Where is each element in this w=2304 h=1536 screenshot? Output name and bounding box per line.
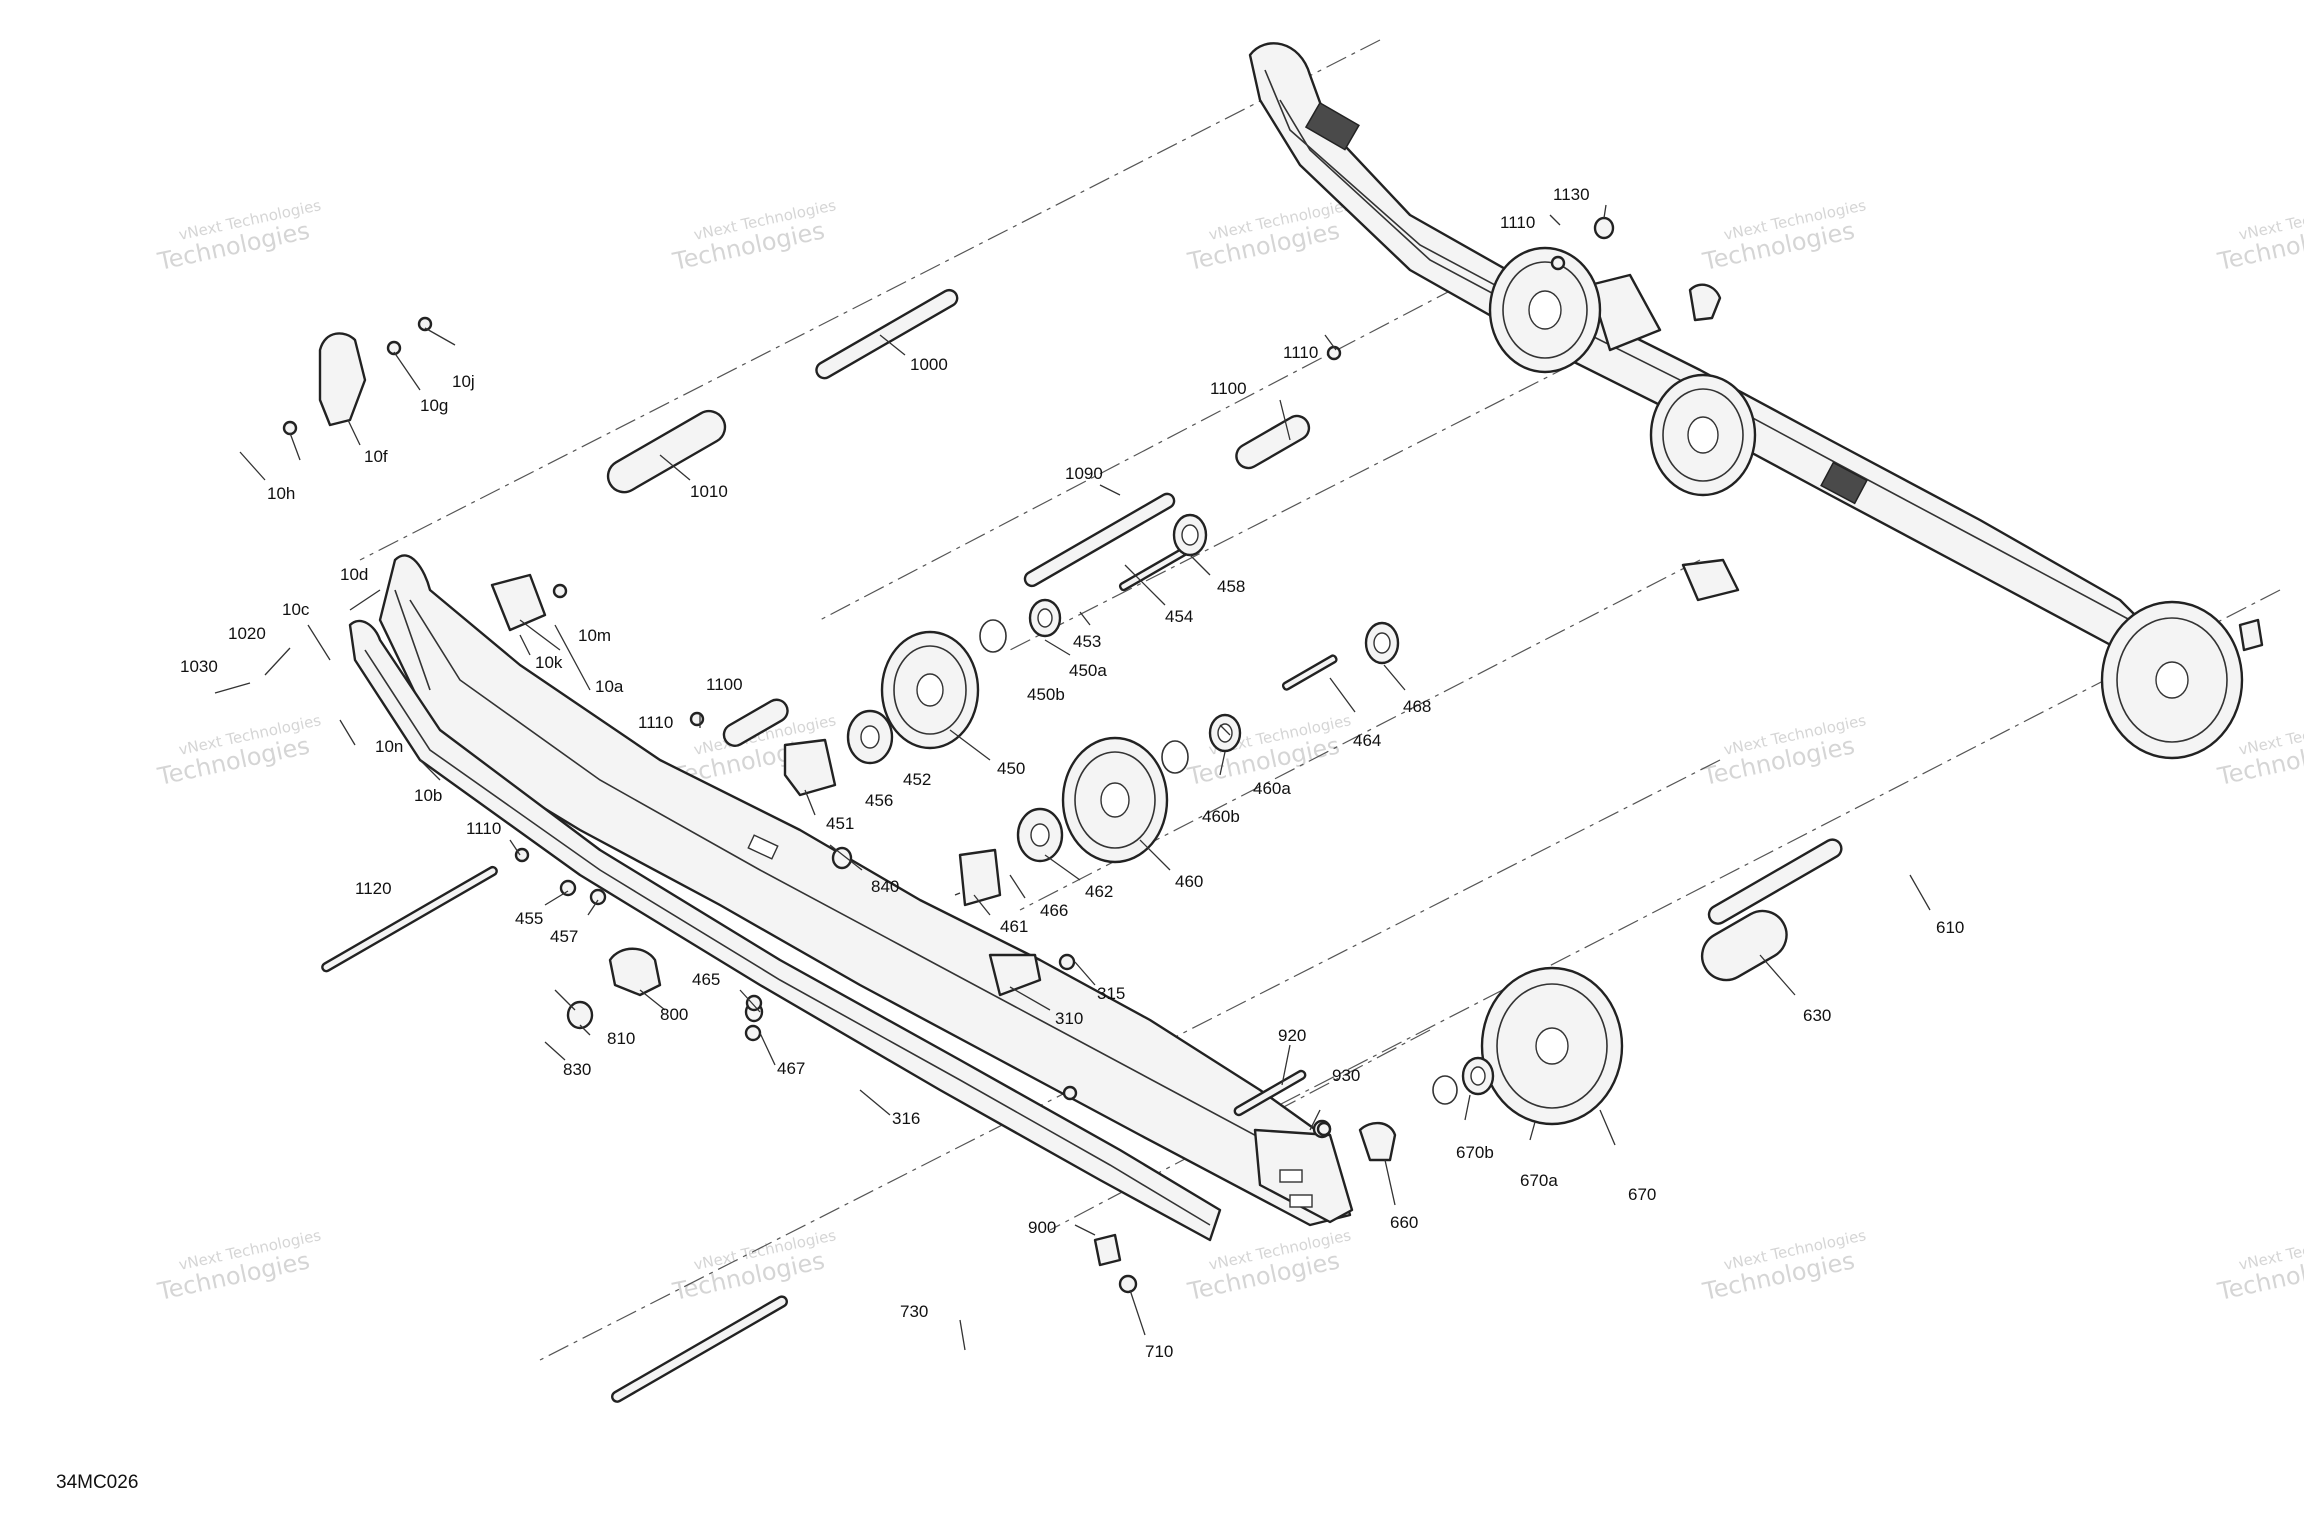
callout-10c: 10c <box>282 600 310 619</box>
callout-10a: 10a <box>595 677 624 696</box>
callout-467: 467 <box>777 1059 805 1078</box>
callout-10m: 10m <box>578 626 611 645</box>
callout-1100-a: 1100 <box>1210 379 1247 398</box>
callout-10f: 10f <box>364 447 388 466</box>
callout-920: 920 <box>1278 1026 1306 1045</box>
rail-wheels-upper <box>1488 246 2244 760</box>
callout-1010: 1010 <box>690 482 728 501</box>
callout-810: 810 <box>607 1029 635 1048</box>
callout-450a: 450a <box>1069 661 1107 680</box>
callout-660: 660 <box>1390 1213 1418 1232</box>
callout-310: 310 <box>1055 1009 1083 1028</box>
callout-460: 460 <box>1175 872 1203 891</box>
callout-462: 462 <box>1085 882 1113 901</box>
callout-453: 453 <box>1073 632 1101 651</box>
callout-1000: 1000 <box>910 355 948 374</box>
idler-wheels <box>846 513 1624 1126</box>
callout-455: 455 <box>515 909 543 928</box>
callout-456: 456 <box>865 791 893 810</box>
callout-630: 630 <box>1803 1006 1831 1025</box>
callout-670b: 670b <box>1456 1143 1494 1162</box>
callout-316: 316 <box>892 1109 920 1128</box>
callout-670: 670 <box>1628 1185 1656 1204</box>
callout-1100-b: 1100 <box>706 675 743 694</box>
callout-900: 900 <box>1028 1218 1056 1237</box>
leader-lines <box>214 204 1931 1351</box>
callout-10n: 10n <box>375 737 403 756</box>
callout-460a: 460a <box>1253 779 1291 798</box>
callout-450: 450 <box>997 759 1025 778</box>
callout-452: 452 <box>903 770 931 789</box>
callout-1020: 1020 <box>228 624 266 643</box>
callout-930: 930 <box>1332 1066 1360 1085</box>
callout-461: 461 <box>1000 917 1028 936</box>
left-rail <box>348 554 1354 1242</box>
callout-450b: 450b <box>1027 685 1065 704</box>
callout-1090: 1090 <box>1065 464 1103 483</box>
callout-1110-a: 1110 <box>1283 343 1318 362</box>
small-parts <box>282 216 2264 1294</box>
callout-460b: 460b <box>1202 807 1240 826</box>
callout-454: 454 <box>1165 607 1193 626</box>
callout-465: 465 <box>692 970 720 989</box>
callout-730: 730 <box>900 1302 928 1321</box>
drawing-code: 34MC026 <box>56 1472 139 1493</box>
callout-labels: 1000 1010 10f 10g 10j 10h 10d 10c 1020 1… <box>180 185 1964 1361</box>
callout-1110-d: 1110 <box>638 713 673 732</box>
shafts <box>321 288 1843 1403</box>
callout-468: 468 <box>1403 697 1431 716</box>
callout-840: 840 <box>871 877 899 896</box>
callout-10k: 10k <box>535 653 563 672</box>
right-rail <box>1248 42 2162 652</box>
callout-1130: 1130 <box>1553 185 1590 204</box>
callout-10b: 10b <box>414 786 442 805</box>
callout-10j: 10j <box>452 372 475 391</box>
callout-457: 457 <box>550 927 578 946</box>
callout-451: 451 <box>826 814 854 833</box>
callout-710: 710 <box>1145 1342 1173 1361</box>
callout-830: 830 <box>563 1060 591 1079</box>
callout-610: 610 <box>1936 918 1964 937</box>
callout-800: 800 <box>660 1005 688 1024</box>
callout-10d: 10d <box>340 565 368 584</box>
callout-458: 458 <box>1217 577 1245 596</box>
callout-315: 315 <box>1097 984 1125 1003</box>
callout-1030: 1030 <box>180 657 218 676</box>
callout-466: 466 <box>1040 901 1068 920</box>
callout-670a: 670a <box>1520 1171 1558 1190</box>
callout-1110-c: 1110 <box>466 819 501 838</box>
callout-10g: 10g <box>420 396 448 415</box>
callout-1120: 1120 <box>355 879 392 898</box>
callout-10h: 10h <box>267 484 295 503</box>
callout-1110-b: 1110 <box>1500 213 1535 232</box>
callout-464: 464 <box>1353 731 1381 750</box>
